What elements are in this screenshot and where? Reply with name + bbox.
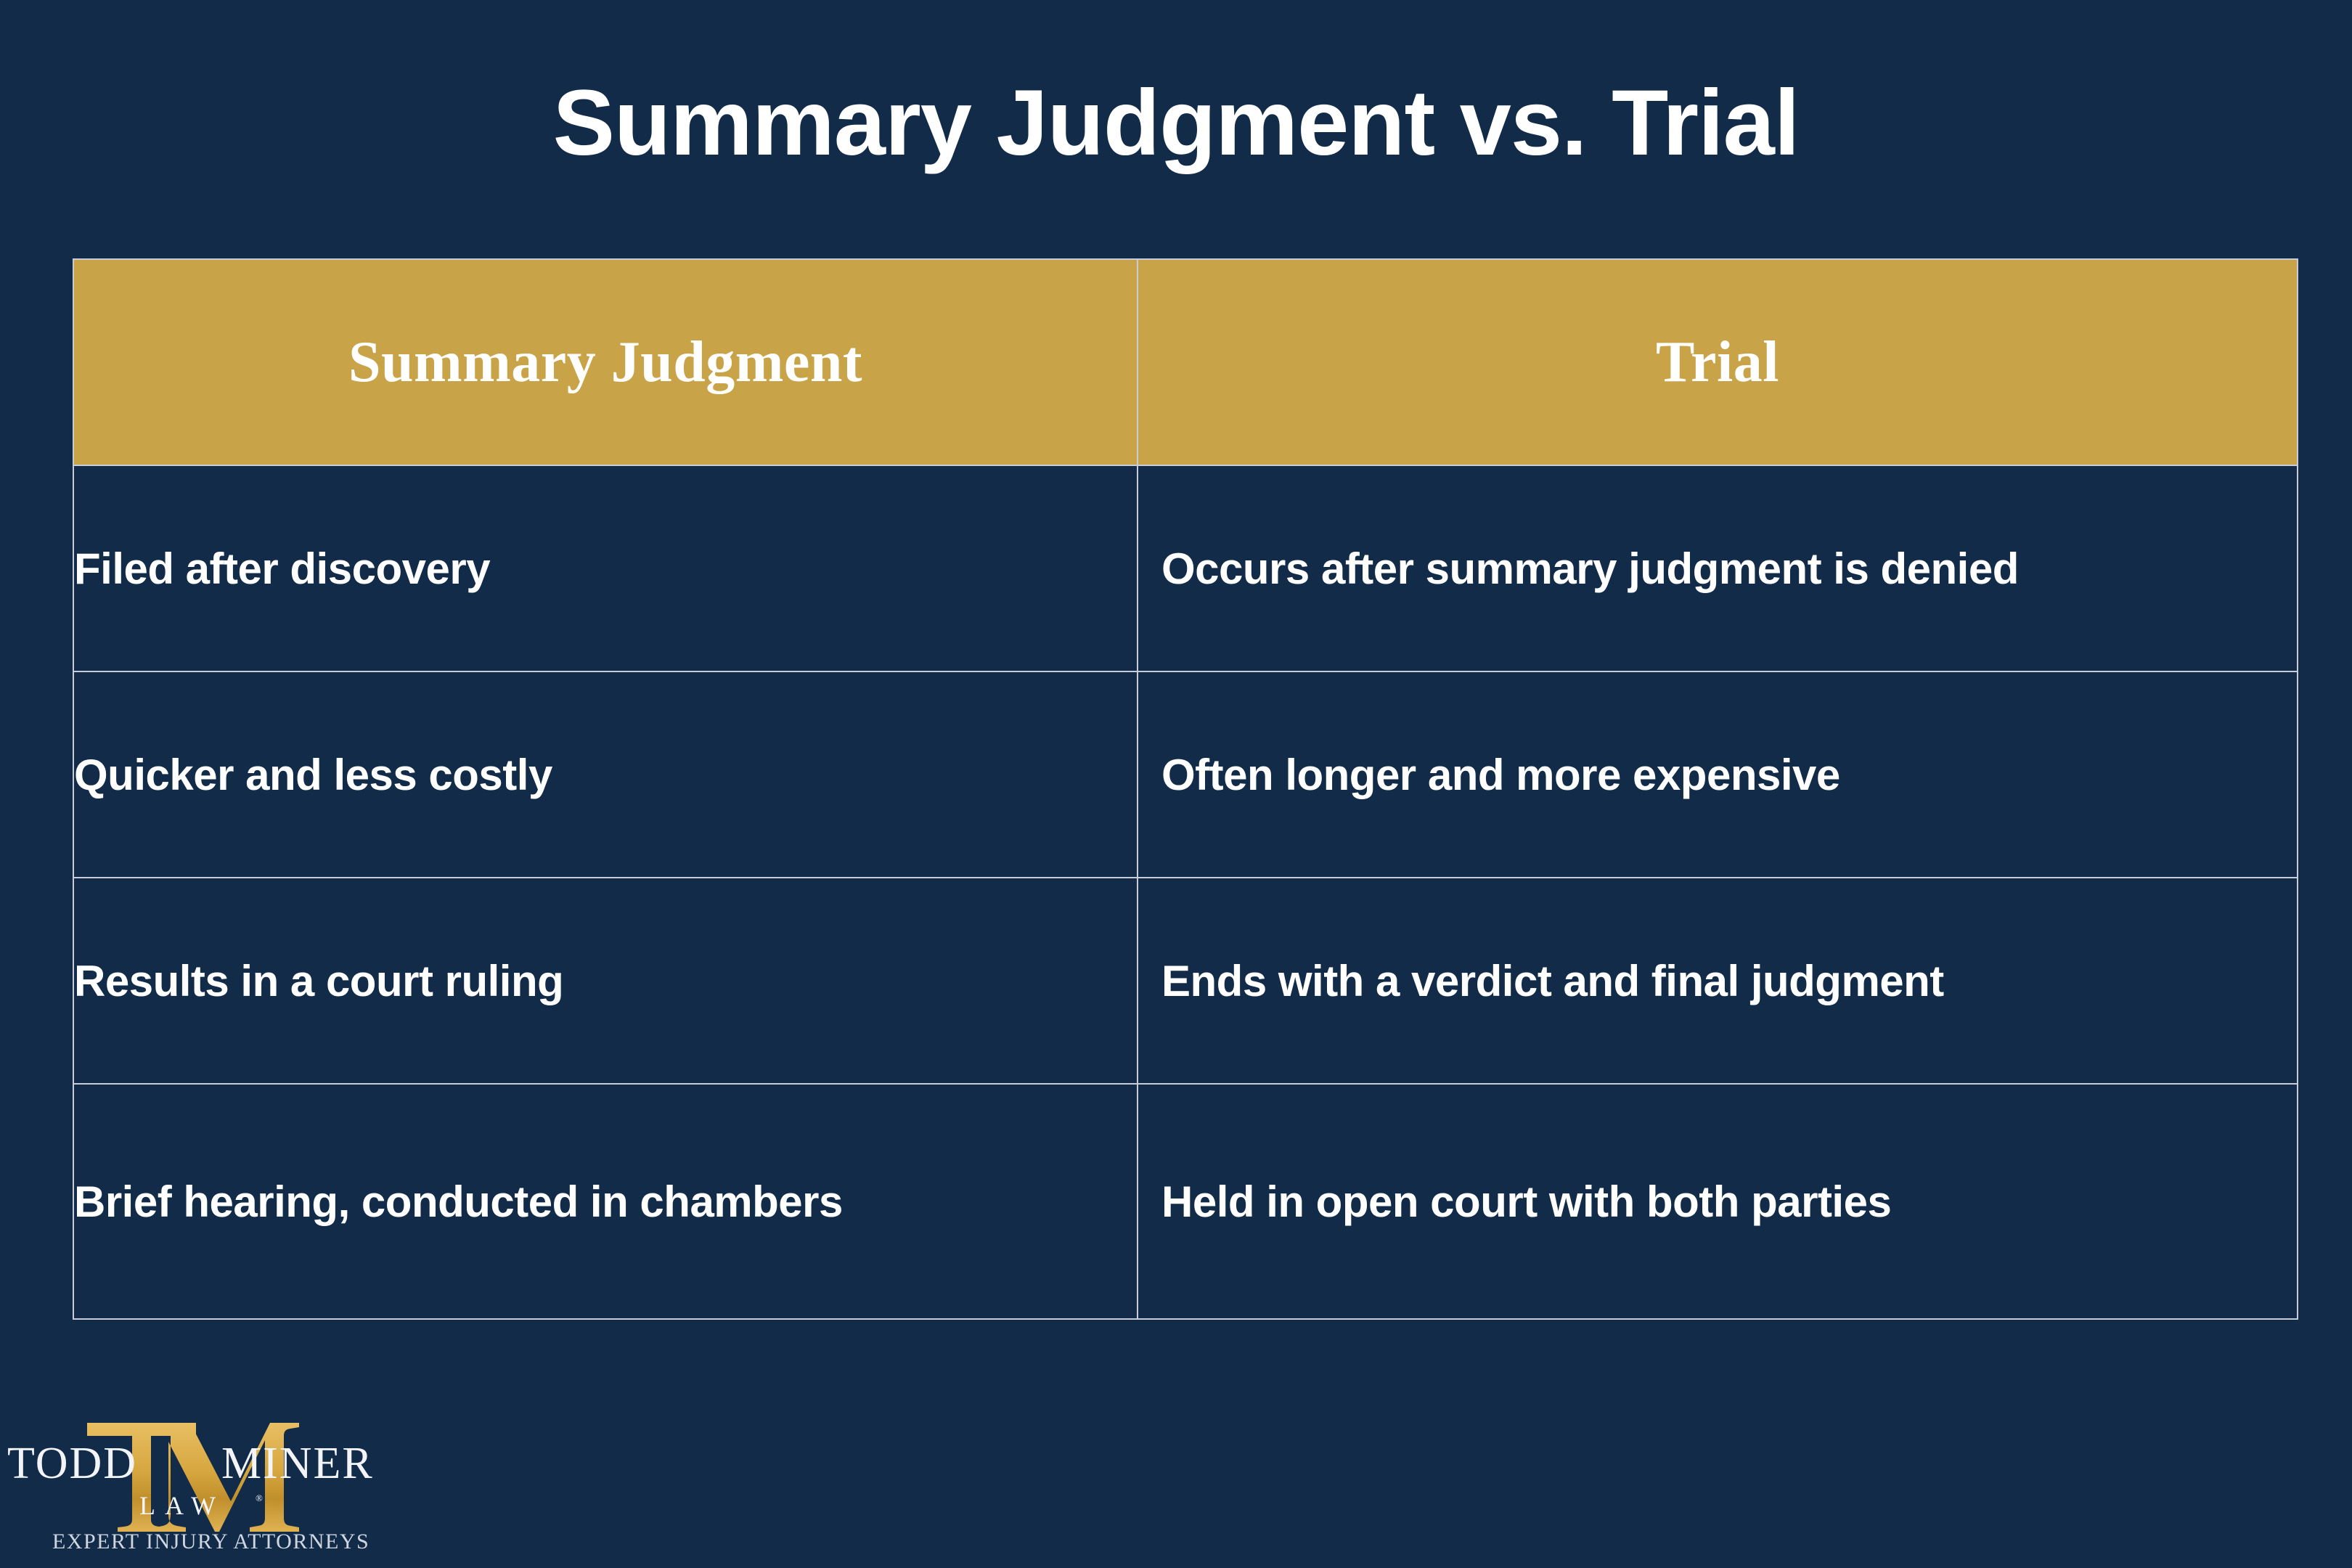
page-title: Summary Judgment vs. Trial (552, 71, 1800, 175)
logo-wordmark-miner: MINER (221, 1439, 374, 1488)
column-header-trial: Trial (1137, 258, 2298, 466)
cell-trial-2: Often longer and more expensive (1137, 671, 2298, 878)
logo-tagline: EXPERT INJURY ATTORNEYS (52, 1530, 369, 1553)
logo-wordmark-todd: TODD (7, 1439, 137, 1488)
comparison-table: Summary Judgment Trial Filed after disco… (73, 258, 2298, 1320)
logo-artwork: TODD MINER LAW ® EXPERT INJURY ATTORNEYS (7, 1423, 374, 1553)
brand-logo: TODD MINER LAW ® EXPERT INJURY ATTORNEYS (0, 1392, 450, 1559)
logo-trademark-symbol: ® (256, 1493, 263, 1503)
logo-word-law: LAW (139, 1491, 225, 1520)
cell-trial-4: Held in open court with both parties (1137, 1083, 2298, 1320)
column-header-summary-judgment: Summary Judgment (73, 258, 1138, 466)
table-row: Results in a court ruling Ends with a ve… (73, 877, 2298, 1085)
table-row: Quicker and less costly Often longer and… (73, 671, 2298, 878)
cell-summary-judgment-4: Brief hearing, conducted in chambers (73, 1083, 1138, 1320)
cell-summary-judgment-1: Filed after discovery (73, 465, 1138, 672)
monogram-m-icon (155, 1423, 299, 1532)
cell-trial-1: Occurs after summary judgment is denied (1137, 465, 2298, 672)
table-header-row: Summary Judgment Trial (73, 258, 2298, 466)
cell-summary-judgment-3: Results in a court ruling (73, 877, 1138, 1085)
table-row: Filed after discovery Occurs after summa… (73, 465, 2298, 672)
cell-trial-3: Ends with a verdict and final judgment (1137, 877, 2298, 1085)
table-row: Brief hearing, conducted in chambers Hel… (73, 1083, 2298, 1320)
monogram-t-icon (87, 1423, 196, 1532)
cell-summary-judgment-2: Quicker and less costly (73, 671, 1138, 878)
